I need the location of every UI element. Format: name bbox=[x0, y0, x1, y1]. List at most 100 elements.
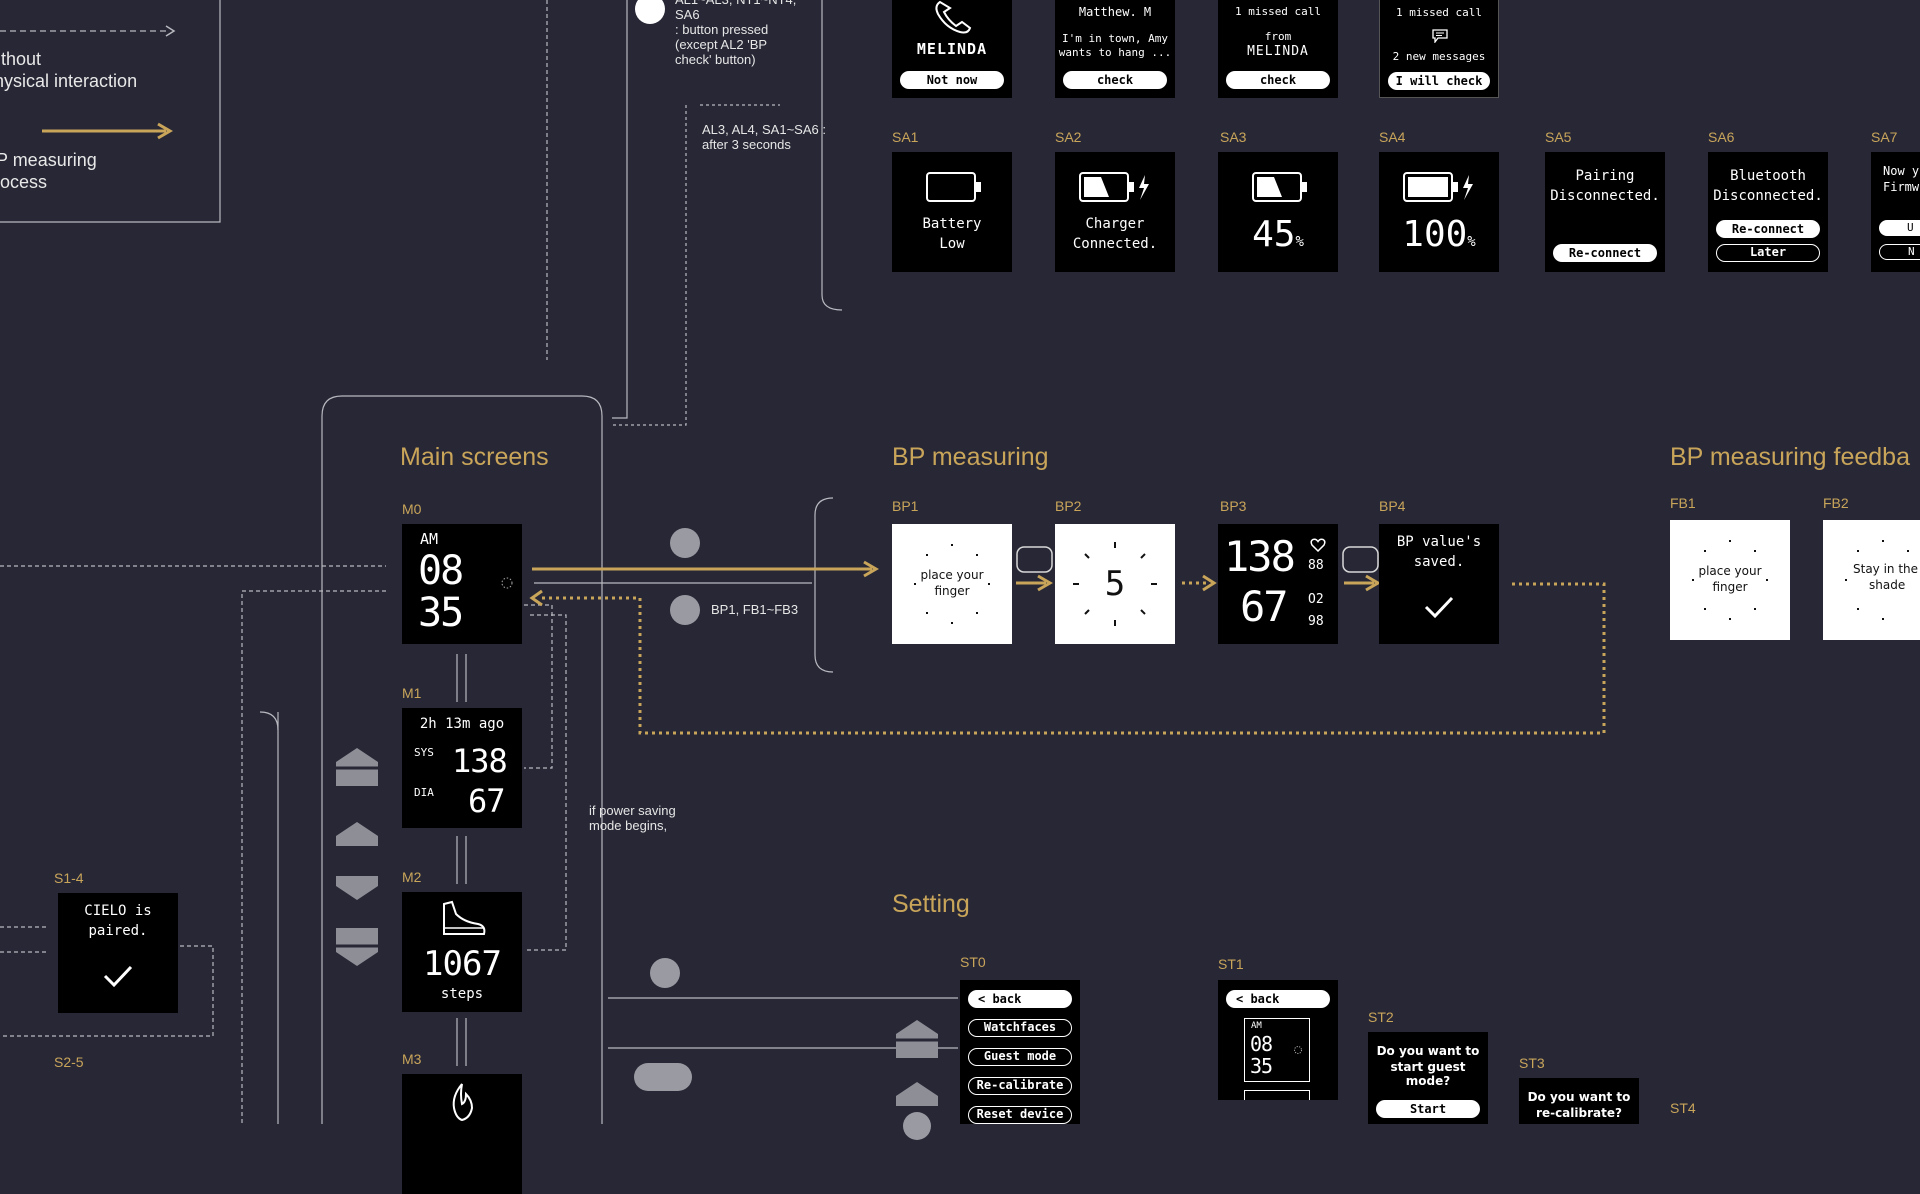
steps-unit: steps bbox=[440, 986, 484, 1002]
label-st4: ST4 bbox=[1670, 1100, 1696, 1116]
dia-value: 67 bbox=[468, 782, 506, 820]
label-s2-5: S2-5 bbox=[54, 1054, 84, 1070]
status-text: Firmw bbox=[1883, 180, 1920, 194]
label-fb2: FB2 bbox=[1823, 495, 1849, 511]
screen-sa6: Bluetooth Disconnected. Re-connect Later bbox=[1708, 152, 1828, 272]
label-sa5: SA5 bbox=[1545, 129, 1572, 145]
ampm-text: AM bbox=[1251, 1021, 1262, 1031]
grey-dot bbox=[670, 528, 700, 558]
caller-name: MELINDA bbox=[916, 40, 988, 58]
screen-bp2: 5 bbox=[1055, 524, 1175, 644]
down-fast-icon bbox=[336, 928, 378, 966]
screen-m1-last-bp: 2h 13m ago SYS 138 DIA 67 bbox=[402, 708, 522, 828]
legend-bp-process: BP measuring process bbox=[0, 150, 97, 192]
watchfaces-button[interactable]: Watchfaces bbox=[968, 1019, 1072, 1037]
label-st2: ST2 bbox=[1368, 1009, 1394, 1025]
clock-hour: 08 bbox=[418, 548, 464, 594]
o2-value: 98 bbox=[1308, 614, 1324, 629]
screen-m0-clock: AM 08 35 bbox=[402, 524, 522, 644]
screen-fb1: place your finger bbox=[1670, 520, 1790, 640]
status-text: Battery bbox=[922, 216, 982, 232]
label-st0: ST0 bbox=[960, 954, 986, 970]
label-fb1: FB1 bbox=[1670, 495, 1696, 511]
instruction-text: place your bbox=[1698, 564, 1762, 578]
update-button[interactable]: U bbox=[1879, 220, 1920, 236]
time-ago: 2h 13m ago bbox=[419, 716, 505, 732]
screen-bp4: BP value's saved. bbox=[1379, 524, 1499, 644]
battery-charging-icon bbox=[1079, 172, 1149, 202]
heart-icon bbox=[1310, 538, 1326, 552]
note-button-pressed: AL1~AL3, NT1~NT4, SA6 : button pressed (… bbox=[675, 0, 796, 67]
instruction-text: finger bbox=[934, 584, 970, 598]
later-button[interactable]: Later bbox=[1716, 244, 1820, 262]
status-text: Low bbox=[939, 236, 965, 252]
shoe-icon bbox=[443, 900, 486, 935]
clock-hour: 08 bbox=[1250, 1032, 1273, 1056]
sys-value: 138 bbox=[452, 742, 508, 780]
percent-unit: % bbox=[1295, 234, 1304, 250]
recalibrate-button[interactable]: Re-calibrate bbox=[968, 1077, 1072, 1095]
screen-bp1: place your finger bbox=[892, 524, 1012, 644]
battery-value: 45 bbox=[1252, 214, 1296, 255]
paired-text: CIELO is bbox=[84, 903, 152, 919]
dia-value: 67 bbox=[1240, 582, 1289, 631]
dia-label: DIA bbox=[414, 786, 434, 799]
status-text: Pairing bbox=[1575, 168, 1635, 184]
guest-mode-button[interactable]: Guest mode bbox=[968, 1048, 1072, 1066]
no-button[interactable]: N bbox=[1879, 244, 1920, 260]
watchface-preview: AM 08 35 bbox=[1244, 1018, 1310, 1082]
clock-minute: 35 bbox=[418, 590, 464, 636]
section-main-screens: Main screens bbox=[400, 443, 549, 471]
label-sa1: SA1 bbox=[892, 129, 919, 145]
status-text: Disconnected. bbox=[1713, 188, 1823, 204]
start-button[interactable]: Start bbox=[1376, 1100, 1480, 1118]
reset-device-button[interactable]: Reset device bbox=[968, 1106, 1072, 1124]
instruction-text: finger bbox=[1712, 580, 1748, 594]
phone-icon bbox=[935, 0, 972, 34]
screen-st1-watchface: < back AM 08 35 bbox=[1218, 980, 1338, 1100]
up-fast-icon bbox=[896, 1020, 938, 1058]
message-line: I'm in town, Amy bbox=[1062, 32, 1168, 45]
screen-st2-guest: Do you want to start guest mode? Start bbox=[1368, 1032, 1488, 1124]
instruction-text: Stay in the bbox=[1853, 562, 1919, 576]
sys-label: SYS bbox=[414, 746, 434, 759]
caller-name: MELINDA bbox=[1247, 44, 1309, 59]
label-sa2: SA2 bbox=[1055, 129, 1082, 145]
back-button[interactable]: < back bbox=[1226, 990, 1330, 1008]
grey-dot bbox=[650, 958, 680, 988]
label-sa6: SA6 bbox=[1708, 129, 1735, 145]
battery-half-icon bbox=[1252, 172, 1307, 202]
notification-message-screen: Matthew. M I'm in town, Amy wants to han… bbox=[1055, 0, 1175, 98]
screen-st3-recalibrate: Do you want to re-calibrate? bbox=[1519, 1078, 1639, 1124]
back-button[interactable]: < back bbox=[968, 990, 1072, 1008]
notification-call-screen: MELINDA Not now bbox=[892, 0, 1012, 98]
screen-fb2: Stay in the shade bbox=[1823, 520, 1920, 640]
saved-text: BP value's bbox=[1396, 534, 1482, 550]
loading-dots-icon bbox=[1294, 1046, 1302, 1054]
label-bp2: BP2 bbox=[1055, 498, 1082, 514]
battery-value: 100 bbox=[1402, 214, 1468, 255]
status-text: Connected. bbox=[1072, 236, 1158, 252]
screen-sa4: 100% bbox=[1379, 152, 1499, 272]
note-after-3s: AL3, AL4, SA1~SA6 : after 3 seconds bbox=[702, 122, 826, 152]
i-will-check-button[interactable]: I will check bbox=[1388, 72, 1490, 90]
up-fast-icon bbox=[336, 748, 378, 786]
not-now-button[interactable]: Not now bbox=[900, 71, 1004, 89]
paired-text: paired. bbox=[88, 923, 148, 939]
screen-s1-4: CIELO is paired. bbox=[58, 893, 178, 1013]
screen-m2-steps: 1067 steps bbox=[402, 892, 522, 1012]
screen-sa5: Pairing Disconnected. Re-connect bbox=[1545, 152, 1665, 272]
from-text: from bbox=[1264, 30, 1292, 43]
check-button[interactable]: check bbox=[1063, 71, 1167, 89]
check-button[interactable]: check bbox=[1226, 71, 1330, 89]
percent-unit: % bbox=[1467, 234, 1476, 250]
screen-st0-menu: < back Watchfaces Guest mode Re-calibrat… bbox=[960, 980, 1080, 1124]
dial-ticks bbox=[1670, 520, 1790, 640]
check-icon bbox=[103, 965, 133, 988]
dial-ticks bbox=[892, 524, 1012, 644]
reconnect-button[interactable]: Re-connect bbox=[1716, 220, 1820, 238]
label-m2: M2 bbox=[402, 869, 422, 885]
label-sa3: SA3 bbox=[1220, 129, 1247, 145]
reconnect-button[interactable]: Re-connect bbox=[1553, 244, 1657, 262]
heart-rate-value: 88 bbox=[1308, 558, 1324, 573]
